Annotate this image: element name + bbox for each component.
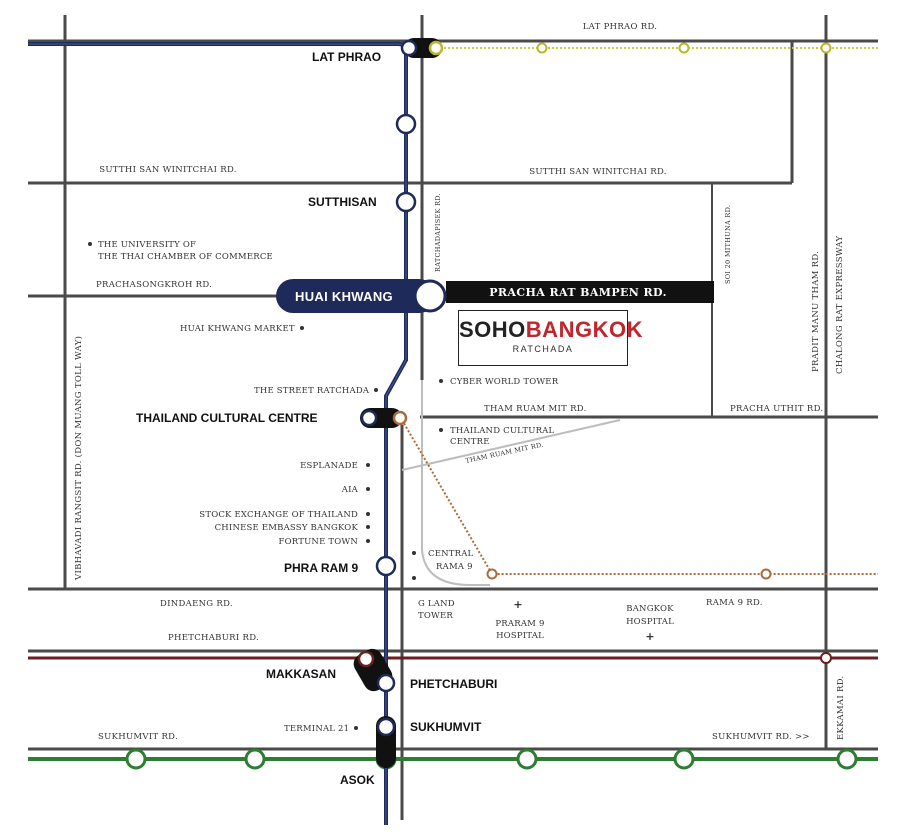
- label-ekkamai: EKKAMAI RD.: [836, 675, 846, 740]
- station-huai-khwang-dot: [413, 279, 447, 313]
- station-makkasan-dot: [357, 650, 375, 668]
- poi-dot-market: [300, 326, 304, 330]
- poi-huai-khwang-market: HUAI KHWANG MARKET: [180, 324, 295, 334]
- mrt-blue-line-top: [28, 42, 408, 825]
- poi-dot-set: [366, 512, 370, 516]
- station-sutthisan-label: SUTTHISAN: [308, 195, 377, 209]
- station-phetchaburi-dot: [376, 673, 396, 693]
- yellow-station-3: [820, 42, 832, 54]
- logo-ratchada: RATCHADA: [512, 344, 574, 354]
- label-sutthi-left: SUTTHI SAN WINITCHAI RD.: [99, 165, 237, 175]
- station-phra-ram-9-dot: [375, 555, 397, 577]
- poi-university-1: THE UNIVERSITY OF: [98, 240, 196, 250]
- poi-gland-1: G LAND: [418, 599, 455, 609]
- label-sukhumvit-left: SUKHUMVIT RD.: [98, 732, 178, 742]
- poi-fortune-town: FORTUNE TOWN: [278, 537, 358, 547]
- label-soi-20: SOI 20 MITHUNA RD.: [724, 205, 732, 284]
- label-vibhavadi: VIBHAVADI RANGSIT RD. (DON MUANG TOLL WA…: [73, 336, 84, 581]
- poi-dot-cyber-world: [439, 379, 443, 383]
- huai-khwang-pill: [276, 279, 436, 313]
- orange-station-2: [760, 568, 772, 580]
- poi-dot-tcc: [439, 428, 443, 432]
- poi-central-1: CENTRAL: [428, 549, 474, 559]
- label-sutthi-right: SUTTHI SAN WINITCHAI RD.: [529, 167, 667, 177]
- poi-bkk-hosp-1: BANGKOK: [626, 604, 674, 614]
- station-lat-phrao-dot: [400, 39, 418, 57]
- label-sukhumvit-right: SUKHUMVIT RD. >>: [712, 732, 810, 742]
- poi-chinese-embassy: CHINESE EMBASSY BANGKOK: [215, 523, 359, 533]
- label-pracha-uthit: PRACHA UTHIT RD.: [730, 404, 823, 414]
- poi-praram9-2: HOSPITAL: [496, 631, 544, 641]
- poi-dot-aia: [366, 487, 370, 491]
- station-lat-phrao-label: LAT PHRAO: [312, 50, 381, 64]
- poi-esplanade: ESPLANADE: [300, 461, 358, 471]
- label-dindaeng: DINDAENG RD.: [160, 599, 233, 609]
- poi-terminal-21: TERMINAL 21: [284, 724, 349, 734]
- label-prachasongkroh: PRACHASONGKROH RD.: [96, 280, 212, 290]
- poi-dot-central: [412, 551, 416, 555]
- station-unnamed-dot: [395, 113, 417, 135]
- logo-soho: SOHO: [459, 317, 526, 342]
- poi-group: THE UNIVERSITY OF THE THAI CHAMBER OF CO…: [88, 240, 674, 734]
- poi-dot-fortune: [366, 539, 370, 543]
- poi-central-2: RAMA 9: [436, 562, 473, 572]
- label-pradit: PRADIT MANU THAM RD.: [811, 251, 821, 372]
- poi-dot-university: [88, 242, 92, 246]
- poi-street-ratchada: THE STREET RATCHADA: [254, 386, 370, 396]
- pracha-rat-bampen-bar: [446, 281, 714, 303]
- poi-dot-embassy: [366, 525, 370, 529]
- orange-station-1: [486, 568, 498, 580]
- label-rama9-rd: RAMA 9 RD.: [706, 598, 763, 608]
- station-phra-ram-9-label: PHRA RAM 9: [284, 561, 359, 575]
- station-huai-khwang-label: HUAI KHWANG: [295, 289, 393, 304]
- cross-icon-bkk-hospital: +: [645, 630, 654, 643]
- station-tcc-label: THAILAND CULTURAL CENTRE: [136, 411, 318, 425]
- yellow-station-1: [536, 42, 548, 54]
- bts-station-2: [244, 748, 266, 770]
- label-chalong: CHALONG RAT EXPRESSWAY: [835, 235, 845, 374]
- label-tham-ruam-mit: THAM RUAM MIT RD.: [484, 404, 587, 414]
- cross-icon-praram9: +: [513, 598, 522, 611]
- soho-bangkok-logo: SOHOBANGKOK RATCHADA: [458, 310, 642, 366]
- station-tcc-orange-dot: [392, 410, 408, 426]
- label-lat-phrao-rd: LAT PHRAO RD.: [583, 22, 658, 32]
- station-phetchaburi-label: PHETCHABURI: [410, 677, 497, 691]
- road-tham-ruam-mit-diagonal: [401, 419, 621, 471]
- poi-university-2: THE THAI CHAMBER OF COMMERCE: [98, 252, 273, 262]
- poi-aia: AIA: [341, 485, 359, 495]
- logo-bangkok: BANGKOK: [525, 317, 643, 342]
- bts-station-5: [673, 748, 695, 770]
- label-pracha-rat-bampen: PRACHA RAT BAMPEN RD.: [489, 286, 667, 299]
- station-makkasan-label: MAKKASAN: [266, 667, 336, 681]
- label-ratchadapisek: RATCHADAPISEK RD.: [434, 193, 442, 272]
- yellow-station-2: [678, 42, 690, 54]
- poi-set: STOCK EXCHANGE OF THAILAND: [199, 510, 358, 520]
- station-sukhumvit-dot: [376, 717, 396, 737]
- label-phetchaburi-rd: PHETCHABURI RD.: [168, 633, 259, 643]
- poi-dot-esplanade: [366, 463, 370, 467]
- station-tcc-dot: [360, 409, 378, 427]
- poi-tcc-2: CENTRE: [450, 437, 490, 447]
- bts-station-6: [836, 748, 858, 770]
- poi-gland-2: TOWER: [418, 611, 453, 621]
- poi-cyber-world: CYBER WORLD TOWER: [450, 377, 559, 387]
- logo-wordmark: SOHOBANGKOK: [459, 317, 642, 343]
- station-sukhumvit-label: SUKHUMVIT: [410, 720, 482, 734]
- poi-bkk-hosp-2: HOSPITAL: [626, 617, 674, 627]
- road-tham-ruam-mit-curve: [421, 380, 490, 586]
- station-asok-label: ASOK: [340, 773, 375, 787]
- poi-dot-central-2: [412, 576, 416, 580]
- road-network: [28, 15, 878, 820]
- poi-tcc-1: THAILAND CULTURAL: [450, 426, 555, 436]
- bts-station-4: [516, 748, 538, 770]
- station-lat-phrao-yellow-dot: [428, 40, 444, 56]
- poi-dot-street: [374, 388, 378, 392]
- poi-dot-terminal21: [354, 726, 358, 730]
- station-sutthisan-dot: [395, 191, 417, 213]
- poi-praram9-1: PRARAM 9: [495, 619, 544, 629]
- airport-link-station-east: [820, 652, 832, 664]
- bts-station-1: [125, 748, 147, 770]
- mrt-blue-line-inner: [28, 43, 407, 825]
